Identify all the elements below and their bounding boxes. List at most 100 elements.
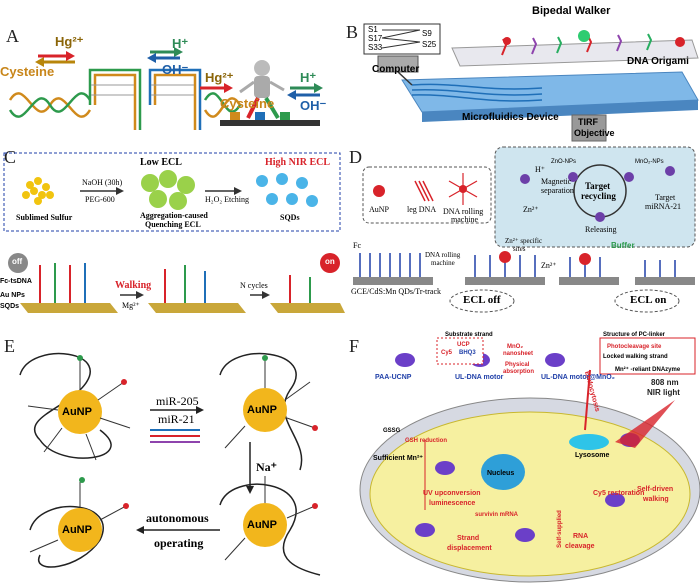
- d-target-mir2: miRNA-21: [645, 202, 681, 211]
- f-rna1: RNA: [573, 533, 589, 540]
- oh-label-right: OH⁻: [300, 98, 327, 113]
- f-lysosome: Lysosome: [575, 452, 610, 459]
- panel-c-graphic: [3, 152, 345, 313]
- mg-label: Mg²⁺: [122, 301, 140, 310]
- seq-s17: S17: [368, 34, 383, 43]
- d-buffer-label: Buffer: [611, 241, 635, 250]
- f-uv1: UV upconversion: [423, 490, 481, 497]
- panel-label-a: A: [6, 26, 19, 46]
- low-ecl-label: Low ECL: [140, 157, 182, 168]
- f-phys2: absorption: [503, 369, 534, 375]
- f-locked: Locked walking strand: [603, 354, 668, 360]
- d-zn2-label: Zn²⁺: [541, 261, 557, 270]
- h-label-right: H⁺: [300, 70, 317, 85]
- d-ecl-on: ECL on: [630, 294, 667, 306]
- f-ucp: UCP: [457, 342, 470, 348]
- cysteine-label-left: Cysteine: [0, 64, 55, 79]
- d-ecl-off: ECL off: [463, 294, 501, 306]
- sqds2-label: SQDs: [0, 303, 20, 310]
- aunps-label: Au NPs: [0, 292, 25, 299]
- panel-a: A: [0, 0, 340, 140]
- bipedal-walker-label: Bipedal Walker: [532, 5, 611, 17]
- f-strand1: Strand: [457, 535, 480, 542]
- naoh-label: NaOH (30h): [82, 178, 123, 187]
- f-suff-mn: Sufficient Mn²⁺: [373, 455, 423, 462]
- hg-label-right: Hg²⁺: [205, 70, 234, 85]
- h2o2-label: H₂O₂ Etching: [205, 195, 250, 204]
- panel-d: D: [345, 145, 700, 325]
- f-bhq3: BHQ3: [459, 350, 476, 356]
- f-mno2: MnO₂: [507, 344, 523, 350]
- sublimed-label: Sublimed Sulfur: [16, 213, 73, 222]
- microfluidics-label: Microfluidics Device: [462, 112, 559, 123]
- d-drm3: DNA rolling: [425, 251, 461, 259]
- d-target-recycling1: Target: [585, 181, 611, 191]
- f-nucleus: Nucleus: [487, 470, 515, 477]
- f-selfsup: Self-supplied: [556, 510, 563, 548]
- on-label: on: [325, 257, 335, 266]
- panel-b-graphic: [363, 23, 699, 142]
- d-magsep2: separation: [541, 186, 574, 195]
- e-aunp-4: AuNP: [62, 524, 92, 536]
- seq-s25: S25: [422, 40, 437, 49]
- fc-tsdna-label: Fc-tsDNA: [0, 278, 32, 285]
- f-phys1: Physical: [505, 362, 530, 368]
- f-cy5: Cy5: [441, 350, 453, 356]
- hg-label-left: Hg²⁺: [55, 34, 84, 49]
- h-label-left: H⁺: [172, 36, 189, 51]
- d-magsep1: Magnetic: [541, 177, 572, 186]
- f-selfdriven1: Self-driven: [637, 486, 674, 493]
- d-h-label: H⁺: [535, 165, 545, 174]
- f-selfdriven2: walking: [643, 496, 669, 503]
- seq-s9: S9: [422, 29, 432, 38]
- off-label: off: [12, 257, 23, 266]
- d-gce-label: GCE/CdS:Mn QDs/Tr-track: [351, 287, 441, 296]
- f-survivin: survivin mRNA: [475, 512, 519, 518]
- panel-f: F Substrate strand UCP Cy5 BHQ3 PAA-UCNP…: [345, 330, 700, 583]
- f-uldna-mno2: UL-DNA motor@MnO₂: [541, 374, 615, 381]
- d-fc-label: Fc: [353, 241, 361, 250]
- d-legdna-label: leg DNA: [407, 205, 437, 214]
- panel-f-graphic: [359, 337, 700, 583]
- d-drm4: machine: [431, 259, 455, 267]
- e-mir21: miR-21: [158, 412, 195, 426]
- objective-label: Objective: [574, 128, 615, 138]
- tirf-label: TIRF: [578, 117, 598, 127]
- f-pc-struct: Structure of PC-linker: [603, 332, 666, 338]
- peg-label: PEG-600: [85, 195, 115, 204]
- f-nir1: 808 nm: [651, 378, 679, 387]
- panel-a-graphic: [8, 47, 323, 130]
- d-target-mir1: Target: [655, 193, 676, 202]
- d-target-recycling2: recycling: [581, 191, 616, 201]
- dna-origami-label: DNA Origami: [627, 56, 689, 67]
- sqds-label: SQDs: [280, 213, 300, 222]
- seq-s1: S1: [368, 25, 378, 34]
- e-na-label: Na⁺: [256, 460, 277, 474]
- f-paa: PAA-UCNP: [375, 374, 412, 381]
- e-operating: operating: [154, 536, 204, 550]
- quenching-label: Quenching ECL: [145, 220, 201, 229]
- f-substrate: Substrate strand: [445, 332, 493, 338]
- d-drm1: DNA rolling: [443, 207, 484, 216]
- panel-label-e: E: [4, 336, 15, 356]
- f-uv2: luminescence: [429, 500, 476, 507]
- f-rna2: cleavage: [565, 543, 595, 550]
- computer-label: Computer: [372, 64, 420, 75]
- f-strand2: displacement: [447, 545, 492, 552]
- panel-c: C: [0, 145, 345, 325]
- f-uldna: UL-DNA motor: [455, 374, 504, 381]
- d-releasing: Releasing: [585, 225, 617, 234]
- e-aunp-3: AuNP: [247, 519, 277, 531]
- f-gssg: GSSG: [383, 428, 401, 434]
- d-zn-sites2: sites: [513, 245, 526, 253]
- d-zn-sites1: Zn²⁺ specific: [505, 237, 543, 245]
- panel-label-d: D: [349, 147, 362, 167]
- high-ecl-label: High NIR ECL: [265, 157, 331, 168]
- walking-label: Walking: [115, 280, 152, 291]
- panel-label-f: F: [349, 336, 360, 356]
- f-mn-dz: Mn²⁺ -reliant DNAzyme: [615, 367, 681, 373]
- d-zn-label: Zn²⁺: [523, 205, 539, 214]
- cysteine-label-right: Cysteine: [220, 96, 275, 111]
- e-aunp-1: AuNP: [62, 406, 92, 418]
- f-gsh-red: GSH reduction: [405, 438, 448, 444]
